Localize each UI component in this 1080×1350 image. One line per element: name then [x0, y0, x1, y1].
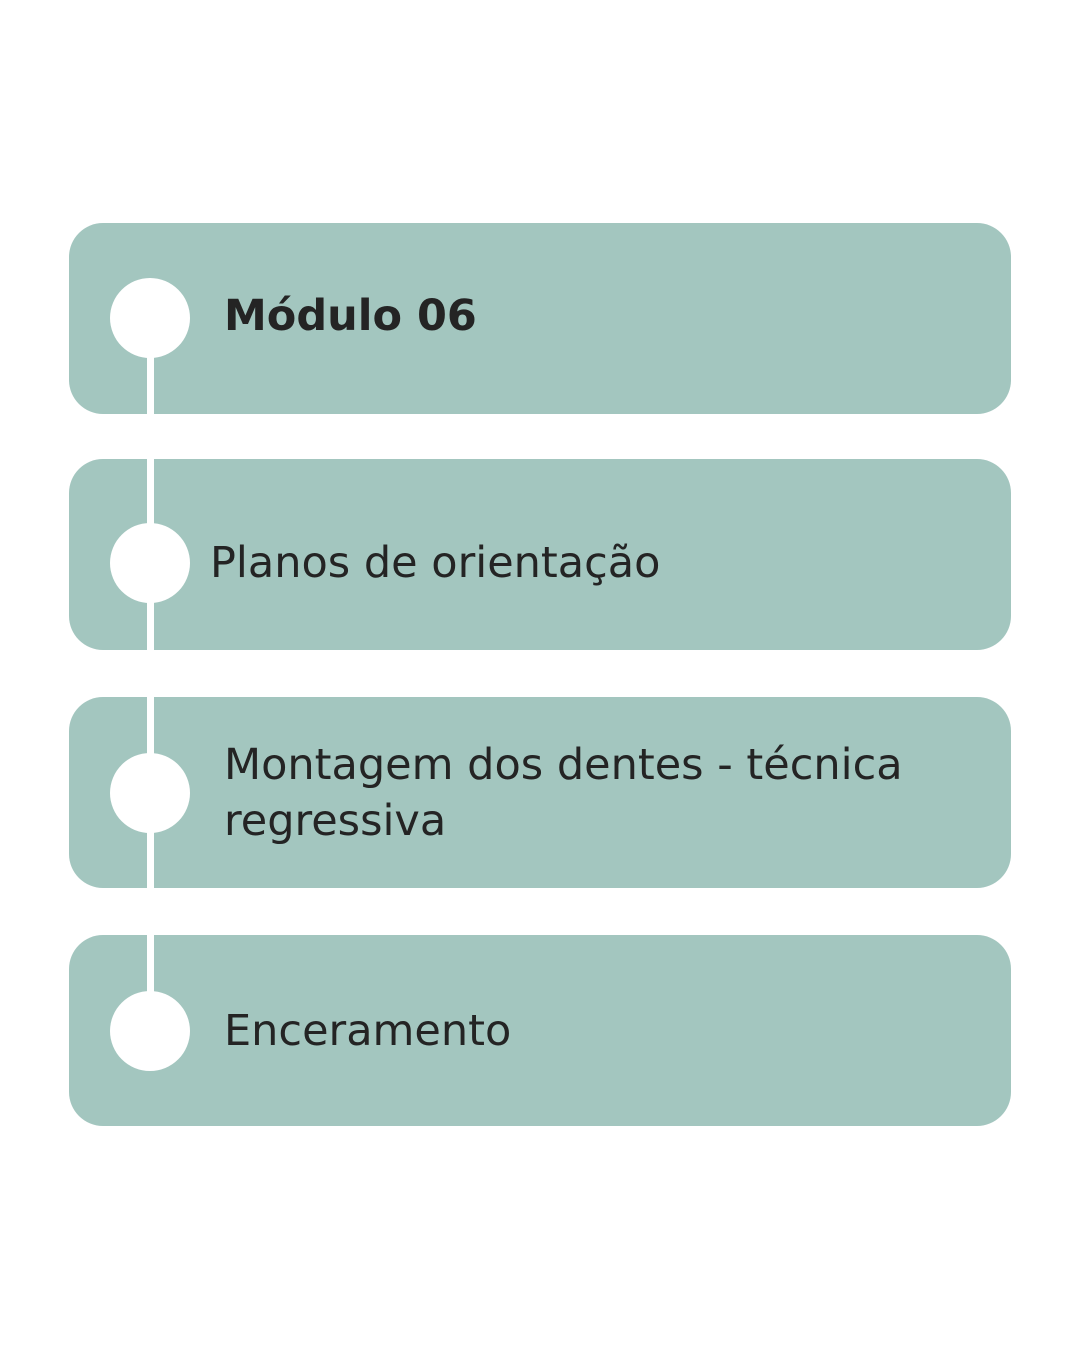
- timeline-item-label: Planos de orientação: [210, 538, 661, 588]
- timeline-item-label: Montagem dos dentes - técnica regressiva: [224, 740, 903, 846]
- timeline-dot-icon: [110, 278, 190, 358]
- timeline-card: [69, 697, 1011, 888]
- timeline-card: [69, 935, 1011, 1126]
- module-header-card: [69, 223, 1011, 414]
- timeline-card: [69, 459, 1011, 650]
- timeline-connector: [147, 318, 154, 1031]
- timeline-dot-icon: [110, 991, 190, 1071]
- timeline-dot-icon: [110, 523, 190, 603]
- timeline-dot-icon: [110, 753, 190, 833]
- timeline-item-label: Enceramento: [224, 1006, 512, 1056]
- module-title: Módulo 06: [224, 291, 477, 341]
